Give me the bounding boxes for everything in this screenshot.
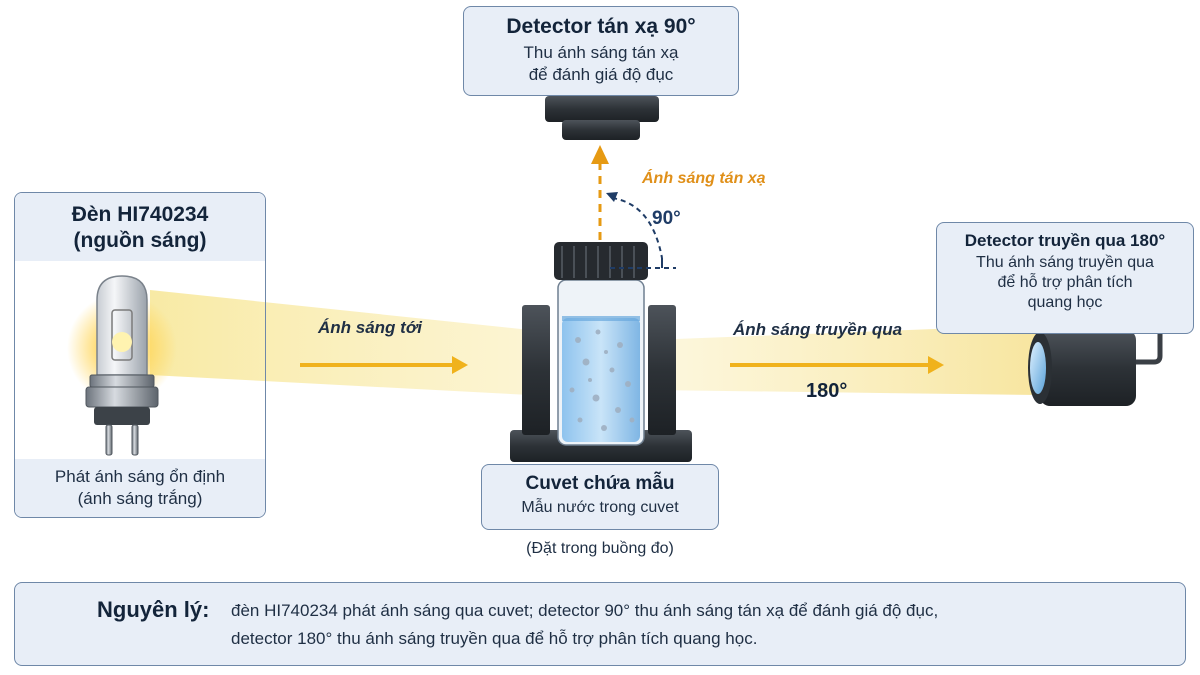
transmission-detector-line1: Thu ánh sáng truyền qua	[976, 254, 1154, 271]
scatter-detector-line2: để đánh giá độ đục	[528, 65, 674, 84]
scatter-detector-icon	[545, 96, 659, 140]
principle-box: Nguyên lý: đèn HI740234 phát ánh sáng qu…	[14, 582, 1186, 666]
incident-label: Ánh sáng tới	[318, 318, 422, 337]
transmission-detector-icon	[1028, 330, 1163, 406]
principle-line2: detector 180° thu ánh sáng truyền qua để…	[231, 629, 758, 648]
lamp-desc2: (ánh sáng trắng)	[77, 489, 203, 508]
lamp-title-panel	[15, 193, 265, 261]
lamp-desc1: Phát ánh sáng ổn định	[54, 467, 226, 486]
transmission-detector-line2: để hỗ trợ phân tích	[997, 274, 1133, 291]
cuvette-title: Cuvet chứa mẫu	[525, 473, 675, 494]
principle-line1: đèn HI740234 phát ánh sáng qua cuvet; de…	[231, 601, 939, 620]
incident-beam	[150, 290, 530, 395]
scattered-label: Ánh sáng tán xạ	[642, 170, 766, 187]
lamp-title: Đèn HI740234	[71, 203, 209, 226]
lamp-icon	[67, 275, 177, 456]
angle-180-label: 180°	[806, 380, 848, 402]
principle-label: Nguyên lý:	[97, 597, 210, 622]
transmitted-beam	[650, 325, 1040, 395]
cuvette-icon	[554, 242, 648, 446]
scatter-detector-box: Detector tán xạ 90° Thu ánh sáng tán xạ …	[463, 6, 739, 96]
cuvette-holder-icon	[510, 305, 692, 462]
cuvette-note: (Đặt trong buồng đo)	[526, 540, 674, 557]
cuvette-desc: Mẫu nước trong cuvet	[521, 499, 679, 516]
angle-90-label: 90°	[652, 208, 681, 229]
transmission-detector-title: Detector truyền qua 180°	[964, 231, 1166, 250]
lamp-desc-panel	[15, 459, 265, 517]
angle-90-arc	[606, 192, 676, 269]
incident-arrow	[300, 356, 468, 374]
lamp-box: Đèn HI740234 (nguồn sáng) Phát ánh sáng …	[14, 192, 266, 518]
transmission-detector-line3: quang học	[1027, 294, 1103, 311]
scatter-detector-title: Detector tán xạ 90°	[506, 15, 696, 38]
transmission-detector-box: Detector truyền qua 180° Thu ánh sáng tr…	[936, 222, 1194, 334]
scatter-detector-line1: Thu ánh sáng tán xạ	[523, 43, 679, 62]
transmitted-arrow	[730, 356, 944, 374]
transmitted-label: Ánh sáng truyền qua	[733, 320, 903, 339]
cuvette-box: Cuvet chứa mẫu Mẫu nước trong cuvet	[481, 464, 719, 530]
scatter-arrow	[591, 145, 609, 240]
lamp-subtitle: (nguồn sáng)	[73, 229, 207, 252]
